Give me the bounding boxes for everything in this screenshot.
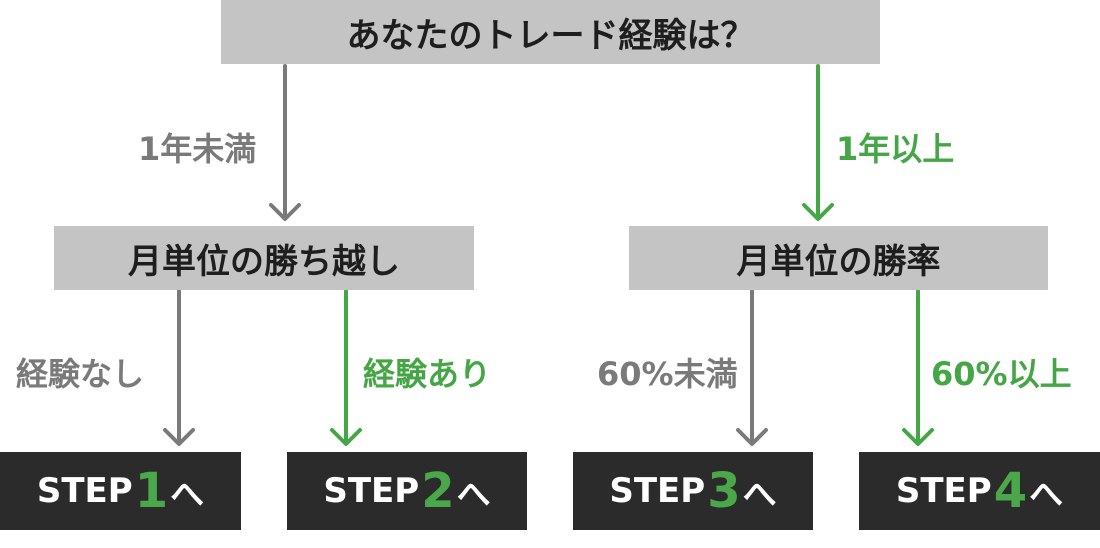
arrow-to-step2 [330, 289, 362, 446]
left-mid-question-box: 月単位の勝ち越し [54, 226, 474, 290]
step-prefix: STEP [895, 471, 992, 511]
step-number: 1 [134, 463, 169, 519]
step-number: 4 [993, 463, 1028, 519]
root-question-box: あなたのトレード経験は？ [221, 0, 880, 64]
arrow-to-step4 [902, 289, 934, 446]
leaf-label-over-60: 60%以上 [931, 355, 1072, 393]
step-prefix: STEP [36, 471, 133, 511]
leaf-label-no-experience: 経験なし [16, 355, 145, 393]
arrow-root-to-left [269, 64, 301, 221]
arrow-to-step1 [163, 289, 195, 446]
step-suffix: へ [456, 474, 491, 515]
root-question-text: あなたのトレード経験は？ [346, 15, 755, 56]
step-number: 2 [421, 463, 455, 519]
arrow-root-to-right [802, 64, 834, 221]
leaf-label-under-60: 60%未満 [597, 355, 738, 393]
arrow-to-step3 [736, 289, 768, 446]
branch-label-under-1-year: 1年未満 [138, 130, 257, 168]
step-number: 3 [707, 463, 741, 519]
right-mid-question-box: 月単位の勝率 [629, 226, 1048, 290]
branch-label-over-1-year: 1年以上 [836, 130, 955, 168]
leaf-label-has-experience: 経験あり [363, 355, 492, 393]
left-mid-question-text: 月単位の勝ち越し [128, 241, 400, 282]
step-prefix: STEP [609, 471, 706, 511]
step-prefix: STEP [323, 471, 420, 511]
step-suffix: へ [742, 474, 777, 515]
step-suffix: へ [170, 474, 205, 515]
step-suffix: へ [1029, 474, 1064, 515]
right-mid-question-text: 月単位の勝率 [736, 241, 941, 282]
